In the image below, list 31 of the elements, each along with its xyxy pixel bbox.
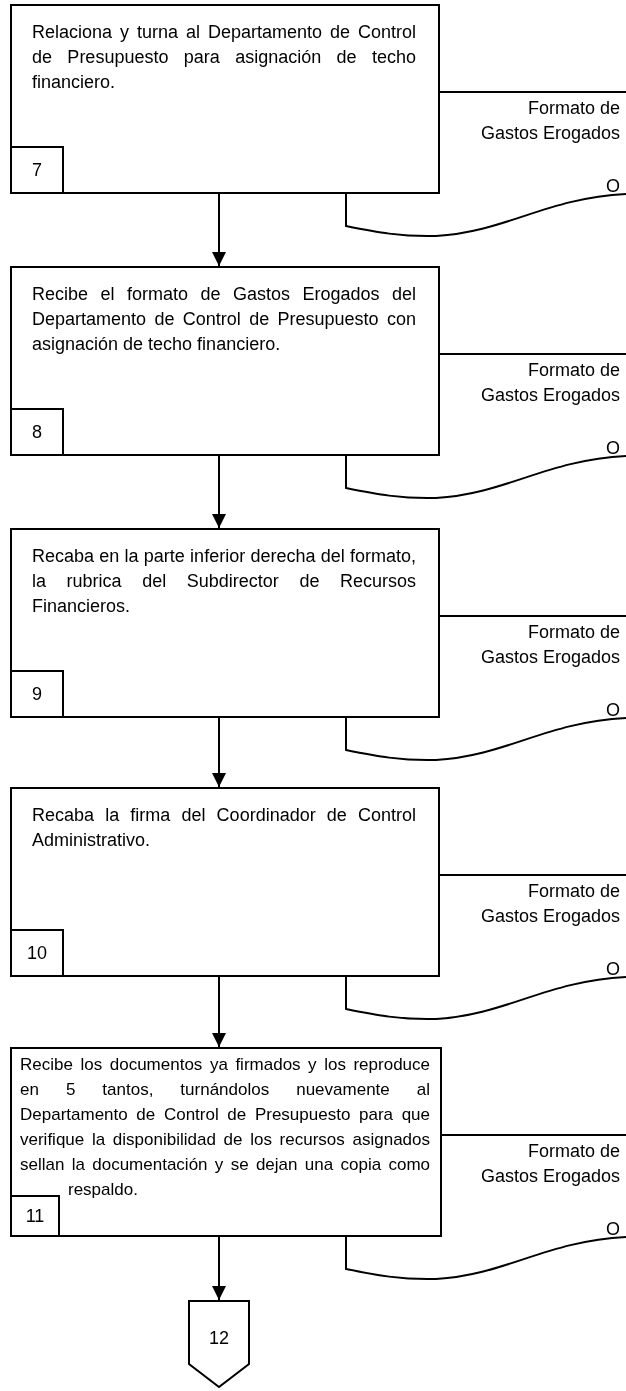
step-description: Relaciona y turna al Departamento de Control de Presupuesto para asignación de techo financiero. <box>31 21 417 94</box>
document-code: O <box>606 175 620 198</box>
step-description: Recibe el formato de Gastos Erogados del Departamento de Control de Presupuesto con asignación de techo financiero. <box>31 283 417 356</box>
process-box <box>10 4 440 194</box>
step-description: Recaba la firma del Coordinador de Control Administrativo. <box>31 804 417 852</box>
arrow <box>212 1236 226 1301</box>
arrow <box>212 717 226 788</box>
document-label: Formato de Gastos Erogados <box>479 621 620 669</box>
arrow <box>212 193 226 267</box>
document-label: Formato de Gastos Erogados <box>479 97 620 145</box>
process-box <box>10 1047 442 1237</box>
step-number: 8 <box>10 408 64 456</box>
step-number: 11 <box>10 1195 60 1237</box>
step-number: 9 <box>10 670 64 718</box>
document-code: O <box>606 699 620 722</box>
document-code: O <box>606 1218 620 1241</box>
arrow <box>212 976 226 1048</box>
step-number: 10 <box>10 929 64 977</box>
process-box <box>10 266 440 456</box>
document-code: O <box>606 437 620 460</box>
document-code: O <box>606 958 620 981</box>
document-label: Formato de Gastos Erogados <box>479 359 620 407</box>
step-description: Recaba en la parte inferior derecha del formato, la rubrica del Subdirector de Recursos Financieros. <box>31 545 417 618</box>
document-label: Formato de Gastos Erogados <box>479 1140 620 1188</box>
process-box <box>10 787 440 977</box>
arrow <box>212 455 226 529</box>
process-box <box>10 528 440 718</box>
step-number: 7 <box>10 146 64 194</box>
document-label: Formato de Gastos Erogados <box>479 880 620 928</box>
page-number: 12 <box>208 1328 230 1349</box>
off-page-connector <box>188 1300 250 1388</box>
